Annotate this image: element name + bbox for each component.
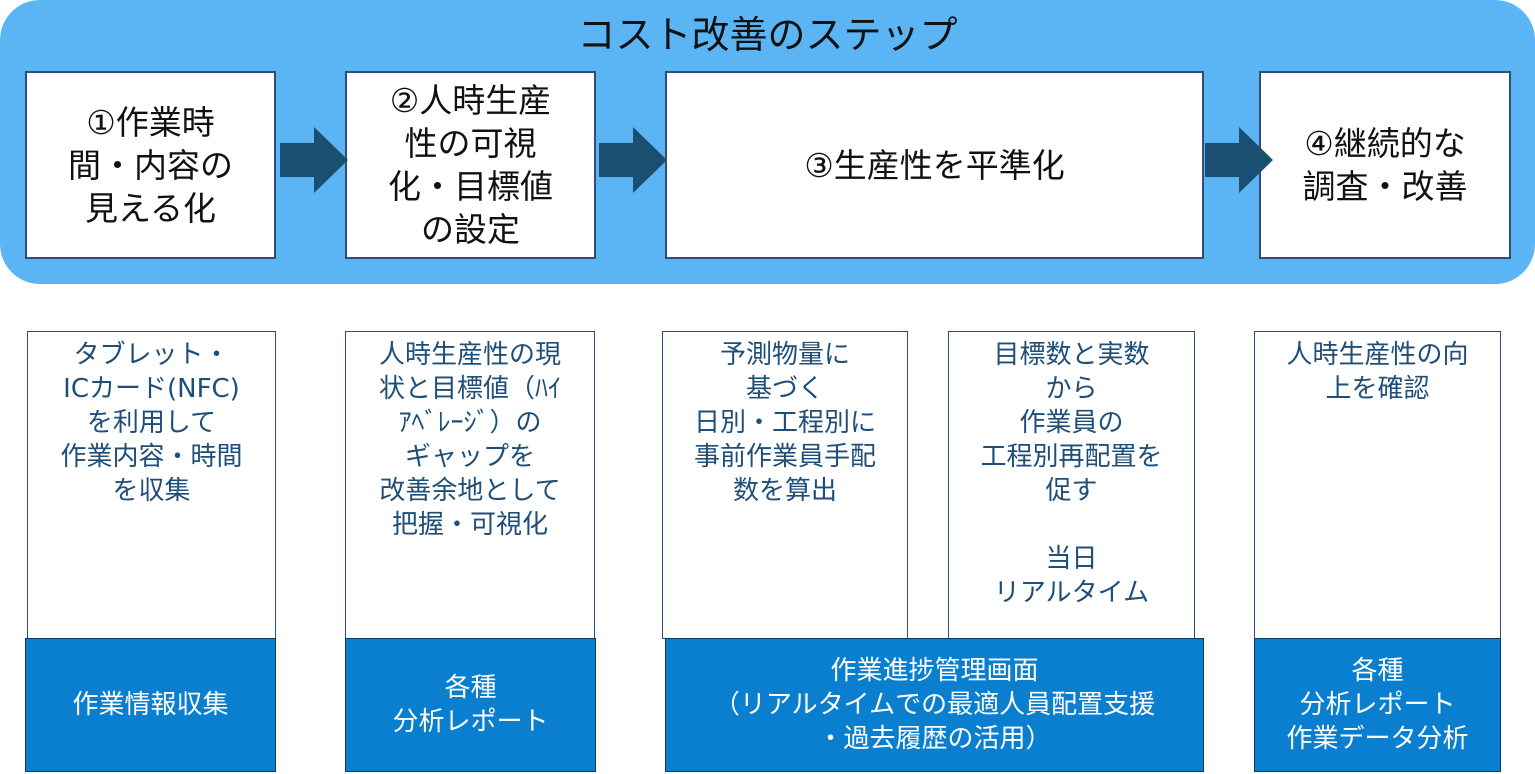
- tool-step-2: 各種 分析レポート: [345, 638, 596, 772]
- step-2-box: ②人時生産 性の可視 化・目標値 の設定: [345, 71, 596, 259]
- arrow-right-icon: [280, 127, 348, 193]
- step-1-box: ①作業時 間・内容の 見える化: [25, 71, 276, 259]
- description-step-2: 人時生産性の現 状と目標値（ﾊｲ ｱﾍﾞﾚｰｼﾞ）の ギャップを 改善余地として…: [345, 331, 595, 639]
- description-step-3a: 予測物量に 基づく 日別・工程別に 事前作業員手配 数を算出: [662, 331, 908, 639]
- tool-step-1: 作業情報収集: [25, 638, 276, 772]
- step-3-box: ③生産性を平準化: [665, 71, 1204, 259]
- step-4-box: ④継続的な 調査・改善: [1259, 71, 1511, 259]
- description-step-4: 人時生産性の向 上を確認: [1254, 331, 1501, 639]
- tool-step-3: 作業進捗管理画面 （リアルタイムでの最適人員配置支援 ・過去履歴の活用）: [665, 638, 1204, 772]
- arrow-right-icon: [1205, 127, 1273, 193]
- tool-step-4: 各種 分析レポート 作業データ分析: [1254, 638, 1501, 772]
- description-step-3b: 目標数と実数 から 作業員の 工程別再配置を 促す 当日 リアルタイム: [948, 331, 1195, 639]
- arrow-right-icon: [599, 127, 667, 193]
- diagram-title: コスト改善のステップ: [577, 13, 958, 57]
- description-step-1: タブレット・ ICカード(NFC) を利用して 作業内容・時間 を収集: [27, 331, 276, 639]
